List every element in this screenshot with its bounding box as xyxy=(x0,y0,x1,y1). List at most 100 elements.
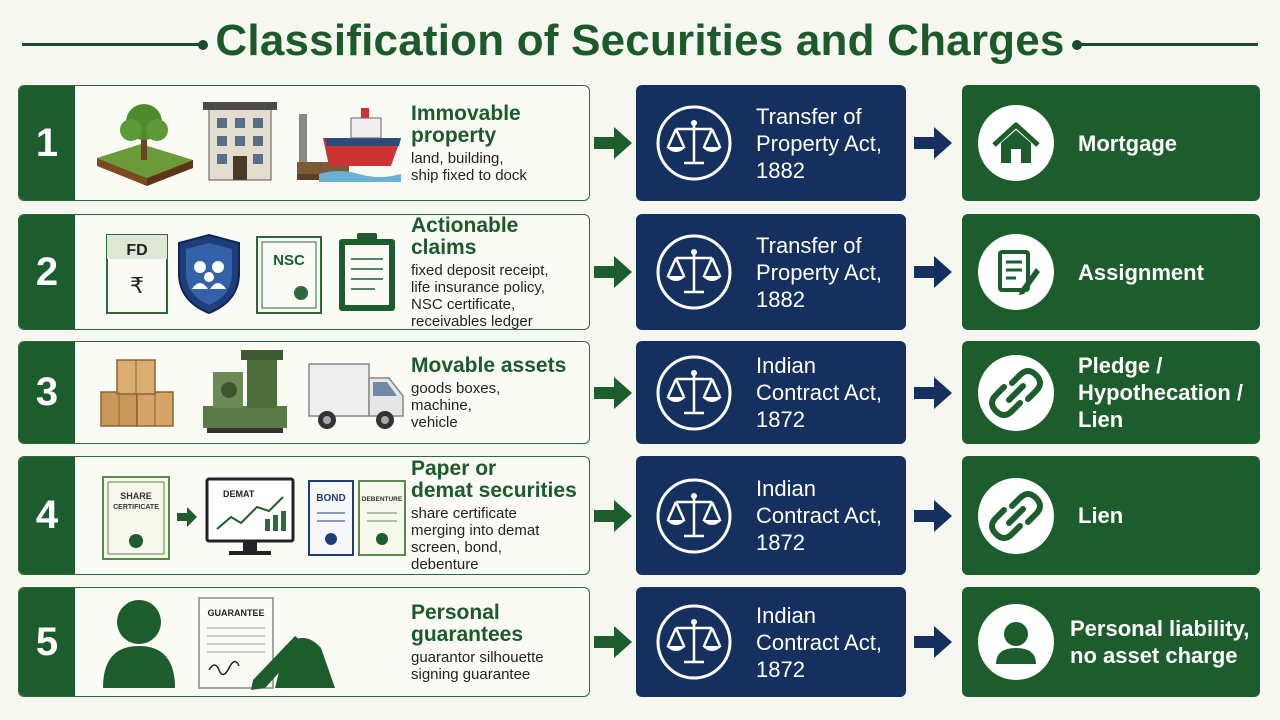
demat-screen-icon: DEMAT xyxy=(205,477,295,555)
fd-receipt-icon: FD ₹ xyxy=(106,234,168,314)
truck-icon xyxy=(308,363,404,429)
arrow-right-icon xyxy=(912,123,954,163)
arrow-right-icon xyxy=(592,123,634,163)
asset-illustrations: FD ₹ NSC xyxy=(89,215,409,329)
charge-type: Pledge / Hypothecation / Lien xyxy=(1078,353,1244,432)
charge-type: Lien xyxy=(1078,503,1124,528)
asset-illustrations: SHARE CERTIFICATE DEMAT BOND xyxy=(89,457,409,574)
svg-text:CERTIFICATE: CERTIFICATE xyxy=(113,504,159,511)
insurance-shield-icon xyxy=(178,233,240,315)
asset-category: Paper or demat securities xyxy=(411,457,577,502)
asset-examples: goods boxes, machine, vehicle xyxy=(411,379,501,431)
asset-illustrations xyxy=(89,86,409,200)
classification-row-5: 5 GUARANTEE Personal guarantees xyxy=(0,587,1280,697)
charge-card: Lien xyxy=(962,456,1260,575)
law-card: Transfer of Property Act, 1882 xyxy=(636,214,906,330)
asset-card: 1 xyxy=(18,85,590,201)
scales-of-justice-icon xyxy=(654,353,734,433)
charge-card: Pledge / Hypothecation / Lien xyxy=(962,341,1260,444)
scales-of-justice-icon xyxy=(654,476,734,556)
governing-law: Indian Contract Act, 1872 xyxy=(756,353,882,432)
asset-examples: fixed deposit receipt, life insurance po… xyxy=(411,261,549,330)
asset-category: Actionable claims xyxy=(411,214,519,259)
arrow-right-icon xyxy=(592,252,634,292)
governing-law: Transfer of Property Act, 1882 xyxy=(756,103,882,183)
row-number: 4 xyxy=(19,457,75,574)
machine-icon xyxy=(203,350,287,433)
svg-text:₹: ₹ xyxy=(130,274,144,299)
asset-card: 4 SHARE CERTIFICATE DEMAT xyxy=(18,456,590,575)
ledger-clipboard-icon xyxy=(339,233,395,311)
house-icon xyxy=(976,103,1056,183)
svg-text:BOND: BOND xyxy=(316,493,345,504)
title-rule-left xyxy=(22,39,208,50)
building-icon xyxy=(203,102,277,181)
charge-card: Assignment xyxy=(962,214,1260,330)
asset-category: Personal guarantees xyxy=(411,600,524,646)
row-number: 1 xyxy=(19,86,75,200)
law-card: Indian Contract Act, 1872 xyxy=(636,341,906,444)
row-number: 2 xyxy=(19,215,75,329)
governing-law: Transfer of Property Act, 1882 xyxy=(756,232,882,312)
arrow-right-icon xyxy=(912,373,954,413)
asset-text: Paper or demat securities share certific… xyxy=(411,457,581,574)
guarantee-document-icon: GUARANTEE xyxy=(198,597,335,690)
row-number: 3 xyxy=(19,342,75,443)
charge-type: Mortgage xyxy=(1078,130,1177,156)
governing-law: Indian Contract Act, 1872 xyxy=(756,476,882,555)
asset-card: 2 FD ₹ NSC xyxy=(18,214,590,330)
asset-category: Movable assets xyxy=(411,353,567,377)
asset-text: Movable assets goods boxes, machine, veh… xyxy=(411,342,581,443)
scales-of-justice-icon xyxy=(654,232,734,312)
title-rule-right xyxy=(1072,39,1258,50)
arrow-right-icon xyxy=(592,373,634,413)
arrow-right-icon xyxy=(912,496,954,536)
boxes-icon xyxy=(100,359,174,427)
asset-card: 5 GUARANTEE Personal guarantees xyxy=(18,587,590,697)
classification-row-4: 4 SHARE CERTIFICATE DEMAT xyxy=(0,456,1280,575)
law-card: Transfer of Property Act, 1882 xyxy=(636,85,906,201)
title-bar: Classification of Securities and Charges xyxy=(0,0,1280,86)
law-card: Indian Contract Act, 1872 xyxy=(636,587,906,697)
svg-text:SHARE: SHARE xyxy=(120,491,152,501)
governing-law: Indian Contract Act, 1872 xyxy=(756,602,882,682)
asset-examples: land, building, ship fixed to dock xyxy=(411,149,527,184)
scales-of-justice-icon xyxy=(654,602,734,682)
classification-row-2: 2 FD ₹ NSC xyxy=(0,214,1280,330)
asset-card: 3 xyxy=(18,341,590,444)
asset-category: Immovable property xyxy=(411,101,521,147)
arrow-small-icon xyxy=(177,507,197,527)
asset-text: Personal guarantees guarantor silhouette… xyxy=(411,588,581,696)
asset-examples: guarantor silhouette signing guarantee xyxy=(411,648,544,683)
chain-link-icon xyxy=(976,353,1056,433)
arrow-right-icon xyxy=(592,496,634,536)
nsc-certificate-icon: NSC xyxy=(256,236,322,314)
document-pen-icon xyxy=(976,232,1056,312)
classification-row-3: 3 xyxy=(0,341,1280,444)
svg-text:NSC: NSC xyxy=(273,252,305,269)
law-card: Indian Contract Act, 1872 xyxy=(636,456,906,575)
charge-card: Mortgage xyxy=(962,85,1260,201)
asset-text: Immovable property land, building, ship … xyxy=(411,86,581,200)
share-certificate-icon: SHARE CERTIFICATE xyxy=(102,476,170,560)
tree-on-land-icon xyxy=(97,104,193,186)
scales-of-justice-icon xyxy=(654,103,734,183)
svg-text:DEMAT: DEMAT xyxy=(223,489,255,499)
charge-type: Personal liability, no asset charge xyxy=(1070,616,1250,668)
person-icon xyxy=(976,602,1056,682)
charge-card: Personal liability, no asset charge xyxy=(962,587,1260,697)
row-number: 5 xyxy=(19,588,75,696)
svg-text:GUARANTEE: GUARANTEE xyxy=(207,608,264,618)
chain-link-icon xyxy=(976,476,1056,556)
page-title: Classification of Securities and Charges xyxy=(215,16,1065,65)
guarantor-silhouette-icon xyxy=(103,600,175,688)
debenture-certificate-icon: DEBENTURE xyxy=(358,480,406,556)
asset-text: Actionable claims fixed deposit receipt,… xyxy=(411,215,581,329)
arrow-right-icon xyxy=(592,622,634,662)
asset-illustrations xyxy=(89,342,409,443)
asset-illustrations: GUARANTEE xyxy=(89,588,409,696)
svg-text:FD: FD xyxy=(126,242,147,259)
charge-type: Assignment xyxy=(1078,259,1204,285)
asset-examples: share certificate merging into demat scr… xyxy=(411,505,540,573)
arrow-right-icon xyxy=(912,252,954,292)
